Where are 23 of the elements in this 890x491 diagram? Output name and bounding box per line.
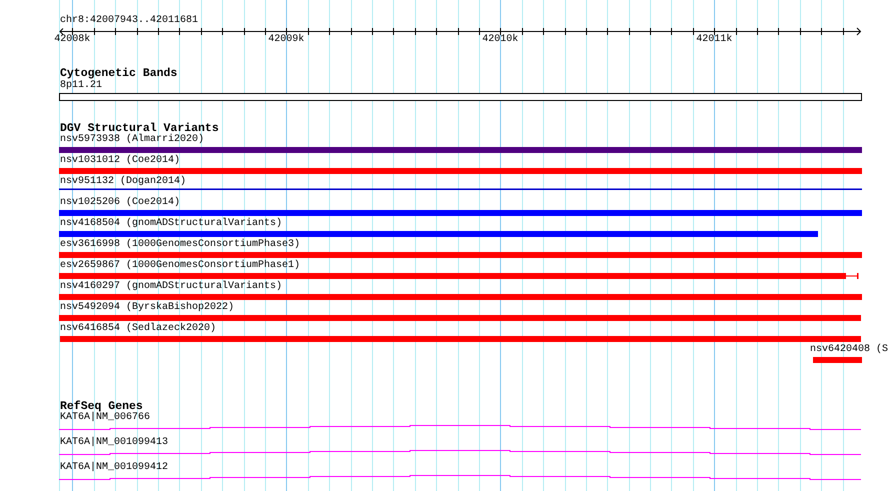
tick-label: 42011k [696,34,732,46]
track-heading: DGV Structural Variants [60,122,219,134]
variant-label: nsv4160297 (gnomADStructuralVariants) [60,281,282,293]
variant-label: nsv951132 (Dogan2014) [60,176,186,188]
tick-label: 42009k [268,34,304,46]
gene-label: KAT6A|NM_001099412 [60,462,168,474]
variant-label: nsv6416854 (Sedlazeck2020) [60,323,216,335]
variant-label: nsv4168504 (gnomADStructuralVariants) [60,218,282,230]
position-label: chr8:42007943..42011681 [60,15,198,27]
variant-label: nsv5492094 (ByrskaBishop2022) [60,302,234,314]
band-label: 8p11.21 [60,80,102,92]
variant-label: esv3616998 (1000GenomesConsortiumPhase3) [60,239,300,251]
track-heading: RefSeq Genes [60,400,143,412]
variant-label: nsv6420408 (S [810,344,888,356]
tick-label: 42008k [54,34,90,46]
variant-label: nsv1031012 (Coe2014) [60,155,180,167]
gene-label: KAT6A|NM_006766 [60,412,150,424]
tick-label: 42010k [482,34,518,46]
gene-label: KAT6A|NM_001099413 [60,437,168,449]
variant-label: esv2659867 (1000GenomesConsortiumPhase1) [60,260,300,272]
track-heading: Cytogenetic Bands [60,66,178,80]
variant-label: nsv1025206 (Coe2014) [60,197,180,209]
variant-label: nsv5973938 (Almarri2020) [60,134,204,146]
